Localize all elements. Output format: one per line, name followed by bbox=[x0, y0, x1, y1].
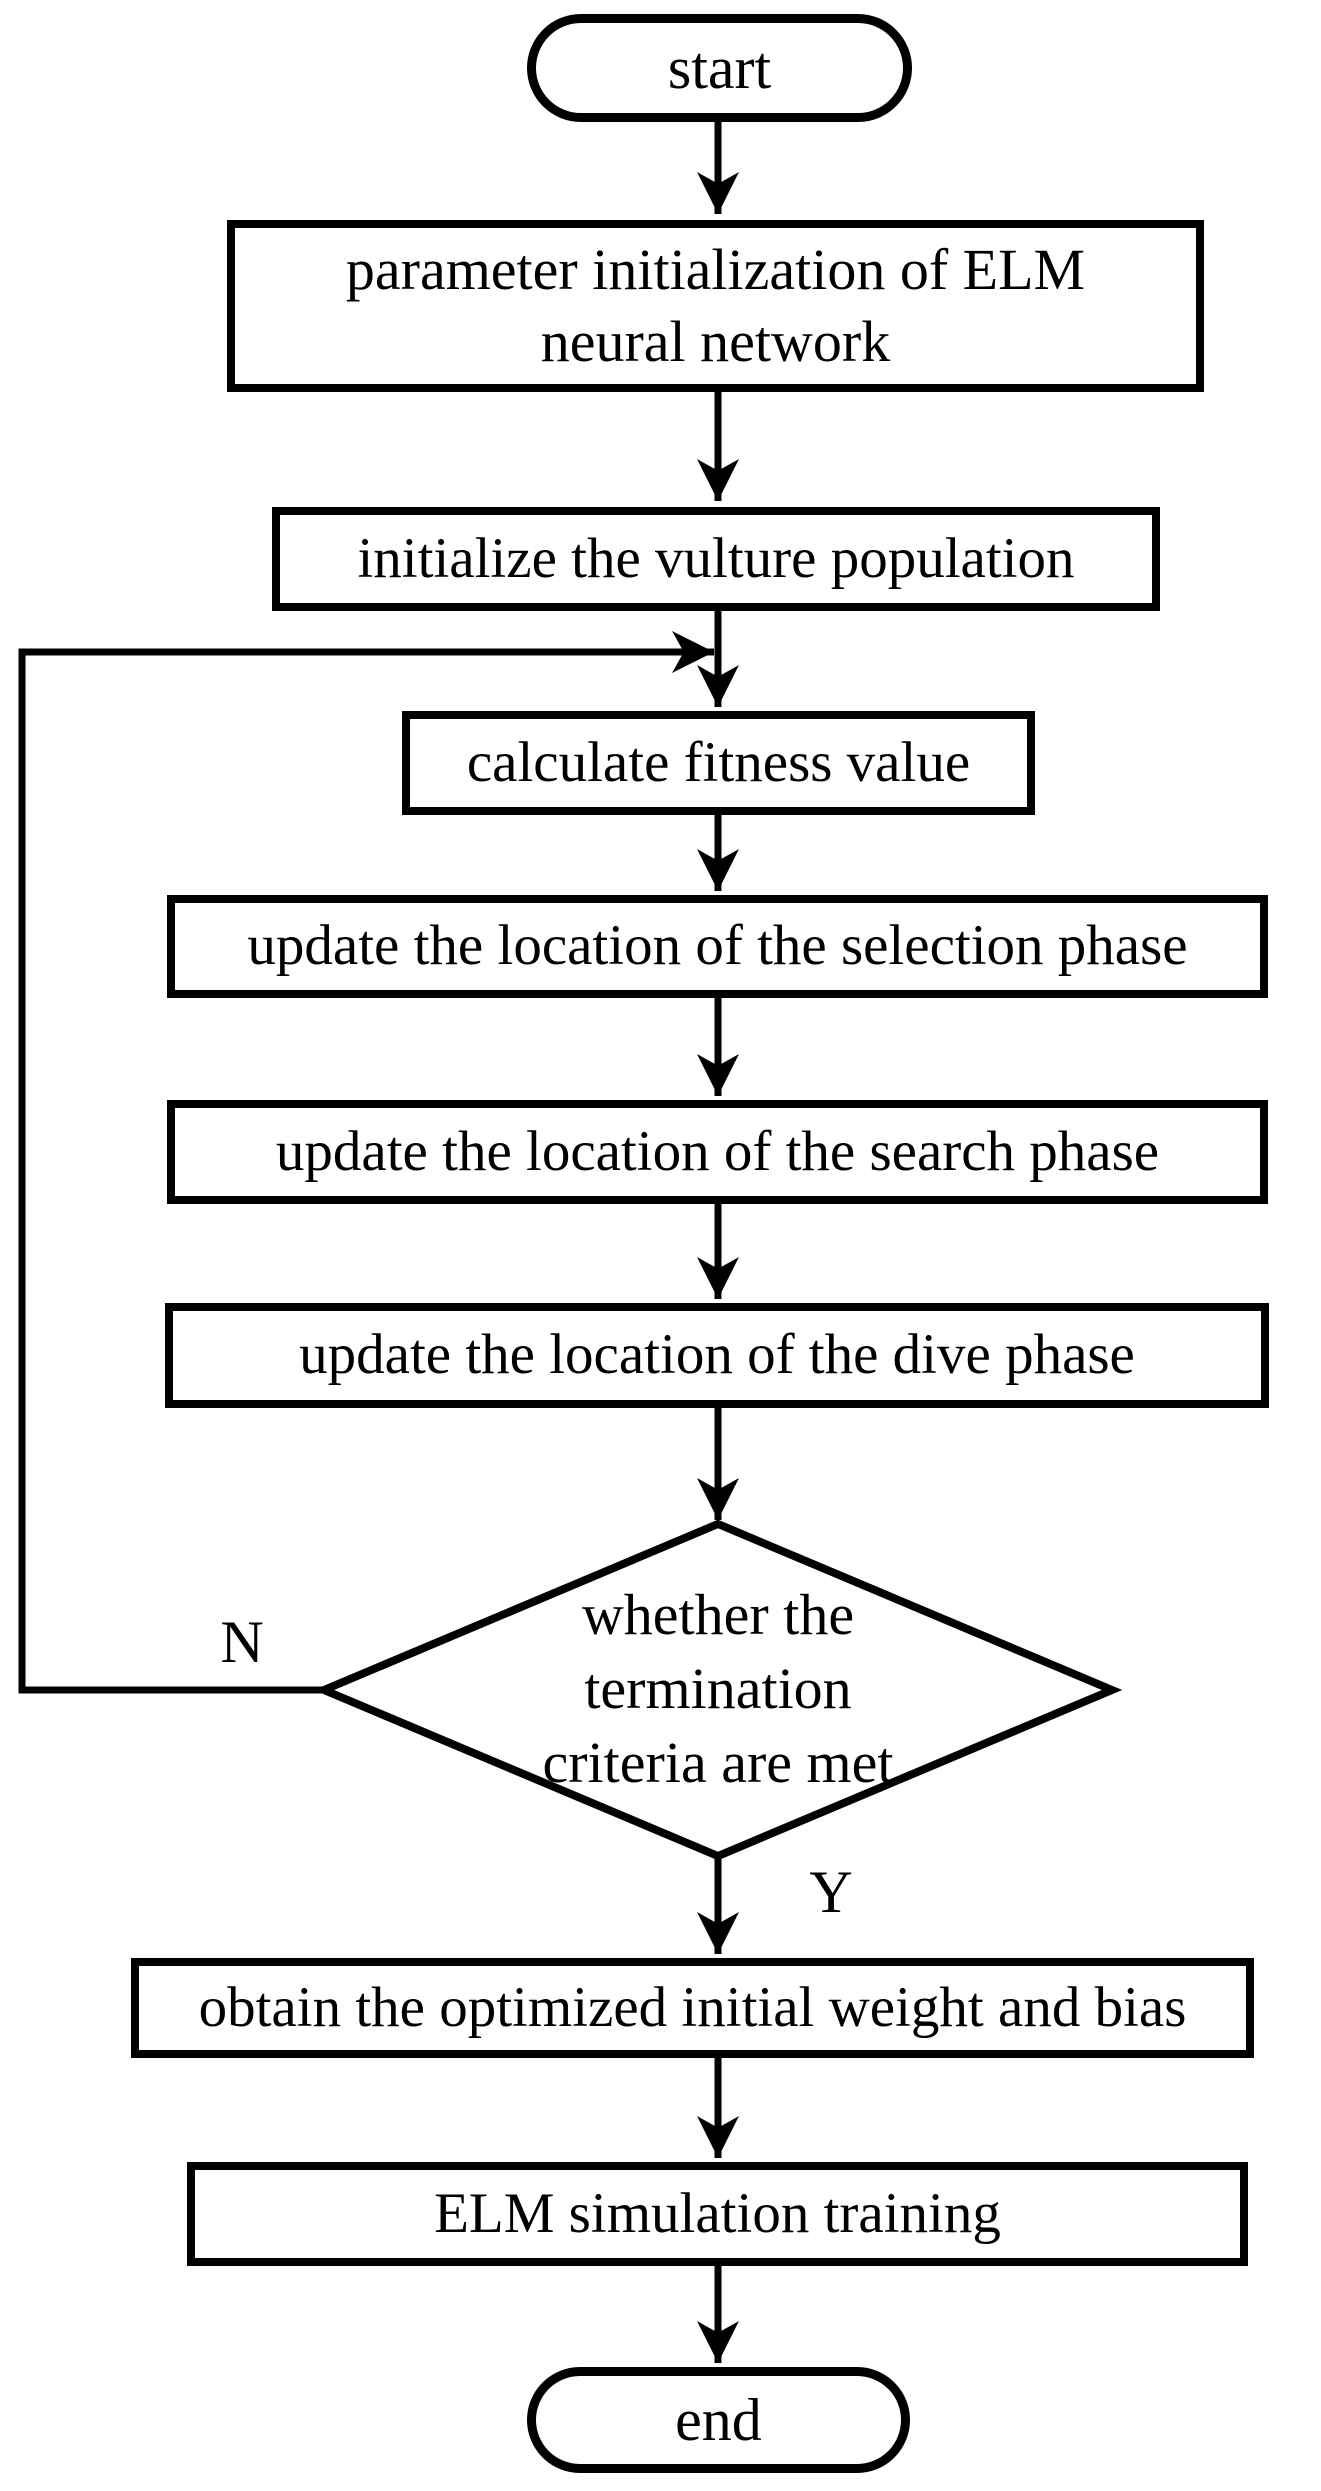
node-start-label: start bbox=[667, 34, 772, 101]
node-dive-phase: update the location of the dive phase bbox=[165, 1303, 1269, 1408]
node-start: start bbox=[527, 14, 912, 122]
node-parameter-initialization: parameter initialization of ELM neural n… bbox=[227, 220, 1204, 392]
node-termination-line3: criteria are met bbox=[542, 1730, 894, 1795]
node-parameter-initialization-line2: neural network bbox=[540, 309, 891, 374]
node-selection-phase: update the location of the selection pha… bbox=[167, 895, 1268, 998]
node-search-phase-label: update the location of the search phase bbox=[275, 1119, 1160, 1183]
node-termination-line1: whether the bbox=[581, 1582, 855, 1647]
node-parameter-initialization-line1: parameter initialization of ELM bbox=[345, 237, 1086, 303]
node-elm-training-label: ELM simulation training bbox=[434, 2181, 1001, 2245]
edge-termination-no-loopback bbox=[18, 631, 714, 1694]
node-calculate-fitness-label: calculate fitness value bbox=[466, 730, 971, 794]
branch-label-yes: Y bbox=[809, 1859, 853, 1925]
node-initialize-population-label: initialize the vulture population bbox=[357, 526, 1075, 590]
node-dive-phase-label: update the location of the dive phase bbox=[299, 1323, 1135, 1387]
node-calculate-fitness: calculate fitness value bbox=[402, 711, 1035, 815]
node-termination-decision: whether the termination criteria are met bbox=[418, 1578, 1018, 1800]
node-elm-training: ELM simulation training bbox=[187, 2162, 1248, 2266]
node-initialize-population: initialize the vulture population bbox=[272, 507, 1160, 611]
node-search-phase: update the location of the search phase bbox=[167, 1100, 1268, 1204]
node-termination-line2: termination bbox=[584, 1656, 852, 1721]
node-end: end bbox=[527, 2367, 910, 2473]
node-obtain-weights-label: obtain the optimized initial weight and … bbox=[198, 1975, 1187, 2039]
decision-diamond-shape bbox=[313, 1519, 1123, 1861]
node-obtain-weights: obtain the optimized initial weight and … bbox=[131, 1958, 1254, 2058]
node-end-label: end bbox=[675, 2386, 762, 2453]
node-selection-phase-label: update the location of the selection pha… bbox=[247, 914, 1188, 978]
branch-label-no: N bbox=[220, 1609, 264, 1675]
